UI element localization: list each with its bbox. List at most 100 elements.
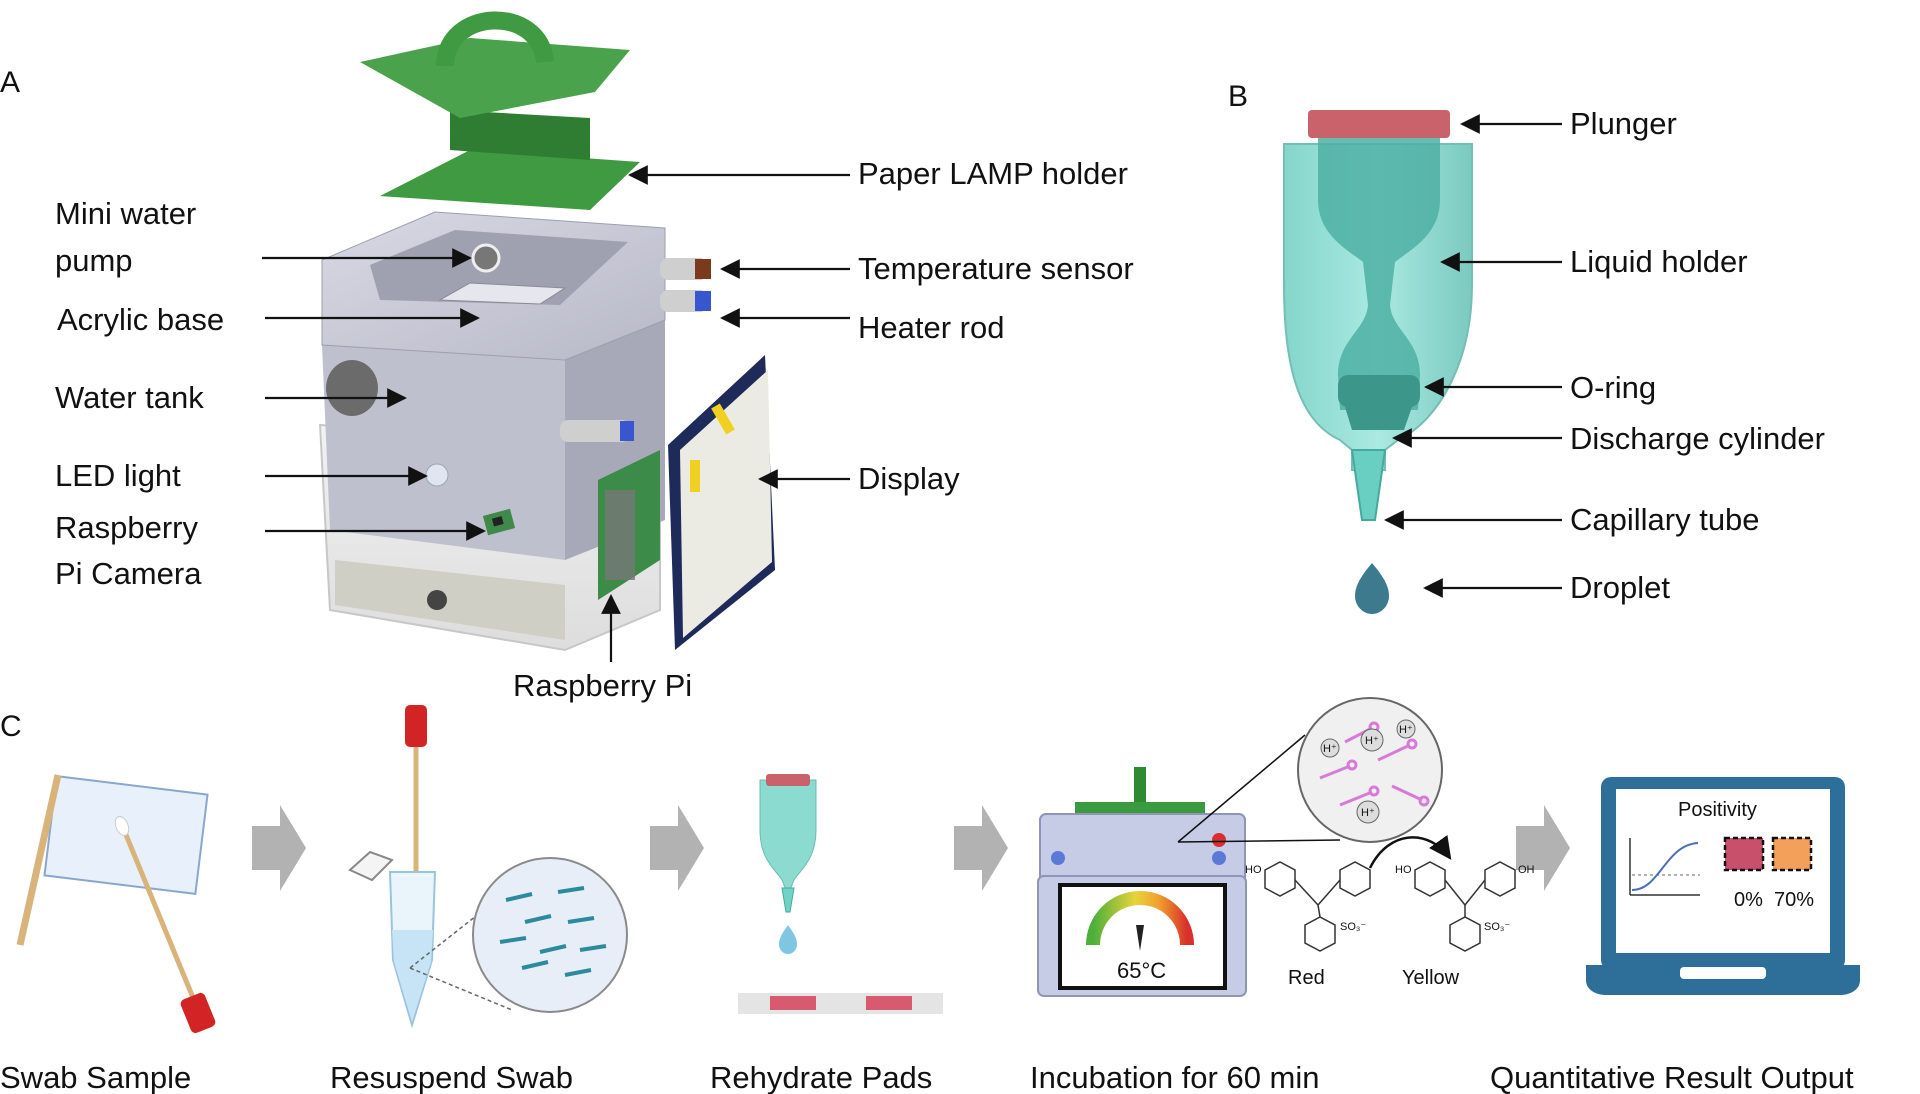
temperature-sensor-tip: [695, 259, 711, 279]
label-discharge-cylinder: Discharge cylinder: [1570, 421, 1825, 456]
dye-color-yellow: Yellow: [1402, 967, 1460, 989]
label-heater-rod: Heater rod: [858, 310, 1004, 345]
label-mini-water-pump-line1: Mini water: [55, 196, 196, 231]
proton-label-1: H⁺: [1323, 743, 1337, 755]
label-plunger: Plunger: [1570, 106, 1677, 141]
dye-color-red: Red: [1288, 967, 1325, 989]
enclosure-floor: [335, 560, 565, 640]
raspberry-pi-ports: [605, 490, 635, 580]
plunger: [1308, 110, 1450, 138]
reaction-pad-1: [770, 996, 816, 1010]
dna-zoom-circle: [472, 857, 628, 1013]
incubation-illustration: 65°C H⁺ H⁺ H⁺ H⁺: [1037, 697, 1535, 997]
paper-lamp-holder-top: [360, 38, 630, 118]
resuspend-swab-illustration: [348, 705, 628, 1029]
laptop-title: Positivity: [1678, 799, 1757, 821]
rehydrate-pads-illustration: [738, 774, 943, 1014]
swab-sample-illustration: [16, 774, 216, 1034]
step-label-rehydrate-pads: Rehydrate Pads: [710, 1060, 932, 1094]
laptop-screen: [1616, 789, 1830, 953]
plunger-body: [1318, 130, 1440, 410]
laptop-value-1: 0%: [1734, 889, 1763, 911]
o-ring: [1338, 375, 1420, 407]
mini-cartridge-plunger: [766, 774, 810, 786]
capillary-tube: [1350, 449, 1387, 521]
phenol-red-structures: [1264, 861, 1516, 952]
chem-label-oh-2: OH: [1518, 864, 1535, 876]
proton-label-3: H⁺: [1399, 724, 1413, 736]
discharge-cylinder: [1345, 407, 1412, 430]
mini-droplet: [779, 925, 797, 954]
label-capillary-tube: Capillary tube: [1570, 502, 1760, 537]
label-raspberry-pi-camera-line1: Raspberry: [55, 510, 198, 545]
drain-port: [427, 590, 447, 610]
led-light: [425, 463, 449, 487]
camera-lens: [491, 516, 504, 527]
mini-cartridge-tip: [781, 887, 795, 913]
protons: [1320, 719, 1416, 824]
chem-label-so3-2: SO₃⁻: [1484, 921, 1510, 933]
droplet: [1355, 563, 1389, 614]
proton-label-2: H⁺: [1365, 735, 1379, 747]
proton-label-4: H⁺: [1361, 807, 1375, 819]
step-arrow-2: [650, 805, 704, 891]
label-liquid-holder: Liquid holder: [1570, 244, 1748, 279]
label-water-tank: Water tank: [55, 380, 204, 415]
label-o-ring: O-ring: [1570, 370, 1656, 405]
mini-holder-plate: [1075, 802, 1205, 814]
laptop-trackpad: [1680, 967, 1766, 979]
side-rod-tip: [620, 421, 634, 441]
label-display: Display: [858, 461, 960, 496]
paper-lamp-holder-web: [450, 110, 590, 160]
paper-lamp-holder-bottom: [380, 150, 640, 210]
cartridge-illustration: [1283, 110, 1473, 614]
result-swatch-orange: [1771, 836, 1813, 872]
panel-label-c: C: [0, 710, 22, 743]
swab-tip: [114, 815, 130, 837]
microtube-lid: [348, 850, 394, 882]
laptop-value-2: 70%: [1774, 889, 1814, 911]
chem-label-ho-2: HO: [1395, 864, 1412, 876]
label-acrylic-base: Acrylic base: [57, 302, 224, 337]
tank-side-port: [326, 360, 378, 416]
label-raspberry-pi-camera-line2: Pi Camera: [55, 556, 202, 591]
heater-rod-tip: [695, 291, 711, 311]
gauge-needle: [1136, 925, 1144, 951]
mini-water-pump: [471, 243, 501, 273]
mini-cartridge-holder: [759, 779, 817, 891]
mini-holder-stem: [1134, 767, 1146, 807]
mini-device-port-3: [1212, 851, 1226, 865]
swab-flag-pole: [16, 774, 62, 946]
step-label-incubation: Incubation for 60 min: [1030, 1060, 1320, 1094]
mini-chart-curve: [1631, 842, 1699, 891]
zoom-line-4: [1177, 839, 1341, 843]
water-tank-opening: [370, 230, 628, 305]
panel-label-a: A: [0, 66, 20, 99]
label-droplet: Droplet: [1570, 570, 1670, 605]
paper-strip: [738, 993, 943, 1014]
mini-device-port-1: [1051, 851, 1065, 865]
reaction-arrow: [1368, 834, 1452, 869]
label-led-light: LED light: [55, 458, 181, 493]
chem-label-so3-1: SO₃⁻: [1340, 921, 1366, 933]
device-illustration: [318, 11, 775, 652]
temperature-readout: 65°C: [1117, 958, 1166, 983]
step-label-quantitative-result: Quantitative Result Output: [1490, 1060, 1854, 1094]
microtube-liquid: [392, 930, 433, 1022]
tube-swab-cap: [405, 705, 427, 747]
step-label-resuspend-swab: Resuspend Swab: [330, 1060, 573, 1094]
swab-stick: [121, 829, 199, 1006]
mini-device-port-2: [1212, 833, 1226, 847]
label-temperature-sensor: Temperature sensor: [858, 251, 1134, 286]
label-mini-water-pump-line2: pump: [55, 243, 133, 278]
display-connector-1: [711, 403, 735, 435]
chem-label-ho-1: HO: [1245, 864, 1262, 876]
dna-fragments: [499, 886, 607, 977]
label-paper-lamp-holder: Paper LAMP holder: [858, 156, 1128, 191]
step-arrow-3: [954, 805, 1008, 891]
step-arrow-1: [252, 805, 306, 891]
temperature-gauge: [1086, 891, 1194, 946]
reaction-pad-2: [866, 996, 912, 1010]
primers: [1319, 721, 1430, 807]
